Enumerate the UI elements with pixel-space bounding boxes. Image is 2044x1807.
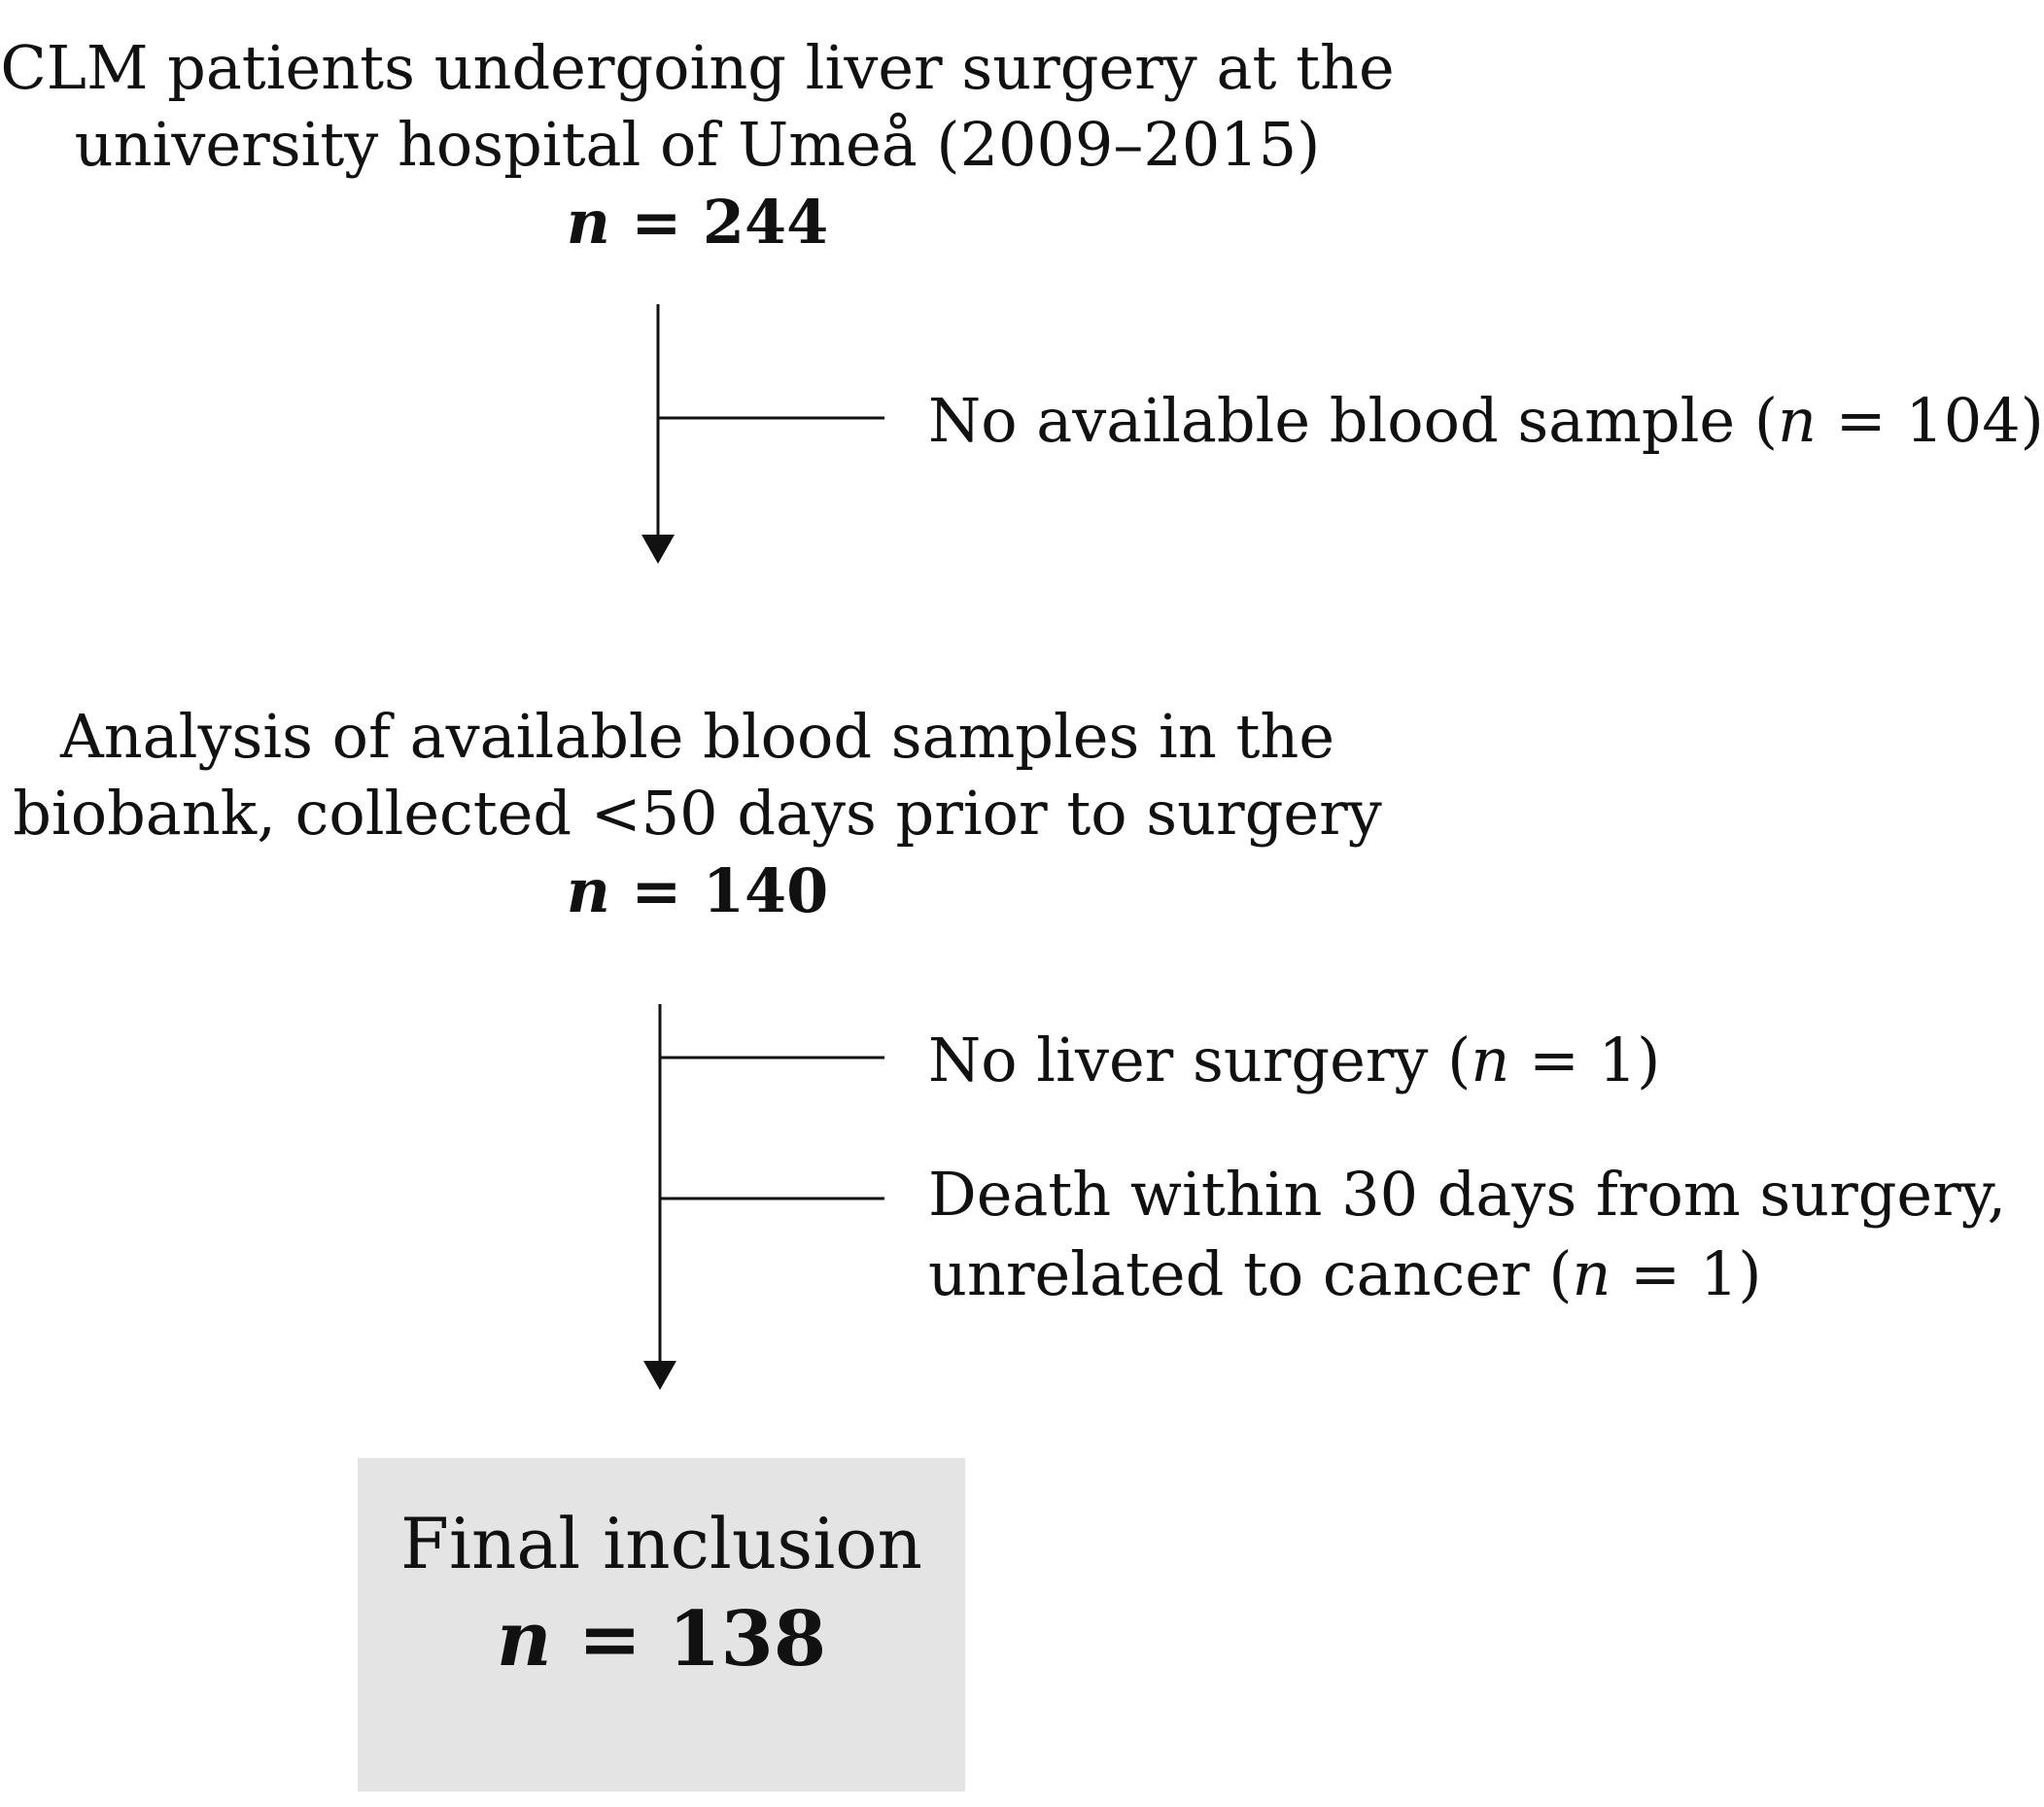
exclusion-2-suffix: = 1) [1509, 1025, 1661, 1095]
step-1-line-1: CLM patients undergoing liver surgery at… [0, 32, 1395, 103]
step-2-count: n = 140 [0, 852, 1395, 929]
step-2-line-1: Analysis of available blood samples in t… [59, 701, 1335, 772]
exclusion-2: No liver surgery (n = 1) [928, 1021, 1660, 1100]
final-n-label: n [496, 1594, 552, 1684]
step-1-count: n = 244 [0, 184, 1395, 261]
exclusion-3-n-label: n [1572, 1237, 1611, 1309]
step-2-n-label: n [566, 854, 610, 926]
final-n-value: = 138 [577, 1594, 827, 1684]
step-1-node: CLM patients undergoing liver surgery at… [0, 29, 1395, 261]
step-1-n-label: n [566, 186, 610, 258]
exclusion-3-text: unrelated to cancer ( [928, 1237, 1573, 1309]
step-1-line-2: university hospital of Umeå (2009–2015) [74, 109, 1321, 181]
exclusion-1-suffix: = 104) [1816, 385, 2044, 456]
exclusion-2-n-label: n [1471, 1025, 1510, 1095]
exclusion-1: No available blood sample (n = 104) [928, 381, 2044, 461]
exclusion-1-text: No available blood sample ( [928, 385, 1779, 456]
exclusion-3-line-1: Death within 30 days from surgery, [928, 1159, 2007, 1230]
step-2-n-value: = 140 [631, 854, 829, 926]
final-inclusion-title: Final inclusion [399, 1503, 922, 1584]
exclusion-3-suffix: = 1) [1611, 1237, 1762, 1309]
step-2-line-2: biobank, collected <50 days prior to sur… [13, 778, 1382, 850]
exclusion-3: Death within 30 days from surgery, unrel… [928, 1155, 2006, 1314]
arrow-head-1 [641, 535, 675, 564]
final-inclusion-count: n = 138 [358, 1590, 965, 1688]
arrow-head-2 [643, 1361, 676, 1390]
step-1-n-value: = 244 [631, 186, 829, 258]
exclusion-3-line-2: unrelated to cancer (n = 1) [928, 1234, 2006, 1314]
step-2-node: Analysis of available blood samples in t… [0, 698, 1395, 929]
exclusion-2-text: No liver surgery ( [928, 1025, 1472, 1095]
final-inclusion-box: Final inclusion n = 138 [358, 1458, 965, 1791]
exclusion-1-n-label: n [1778, 385, 1817, 456]
